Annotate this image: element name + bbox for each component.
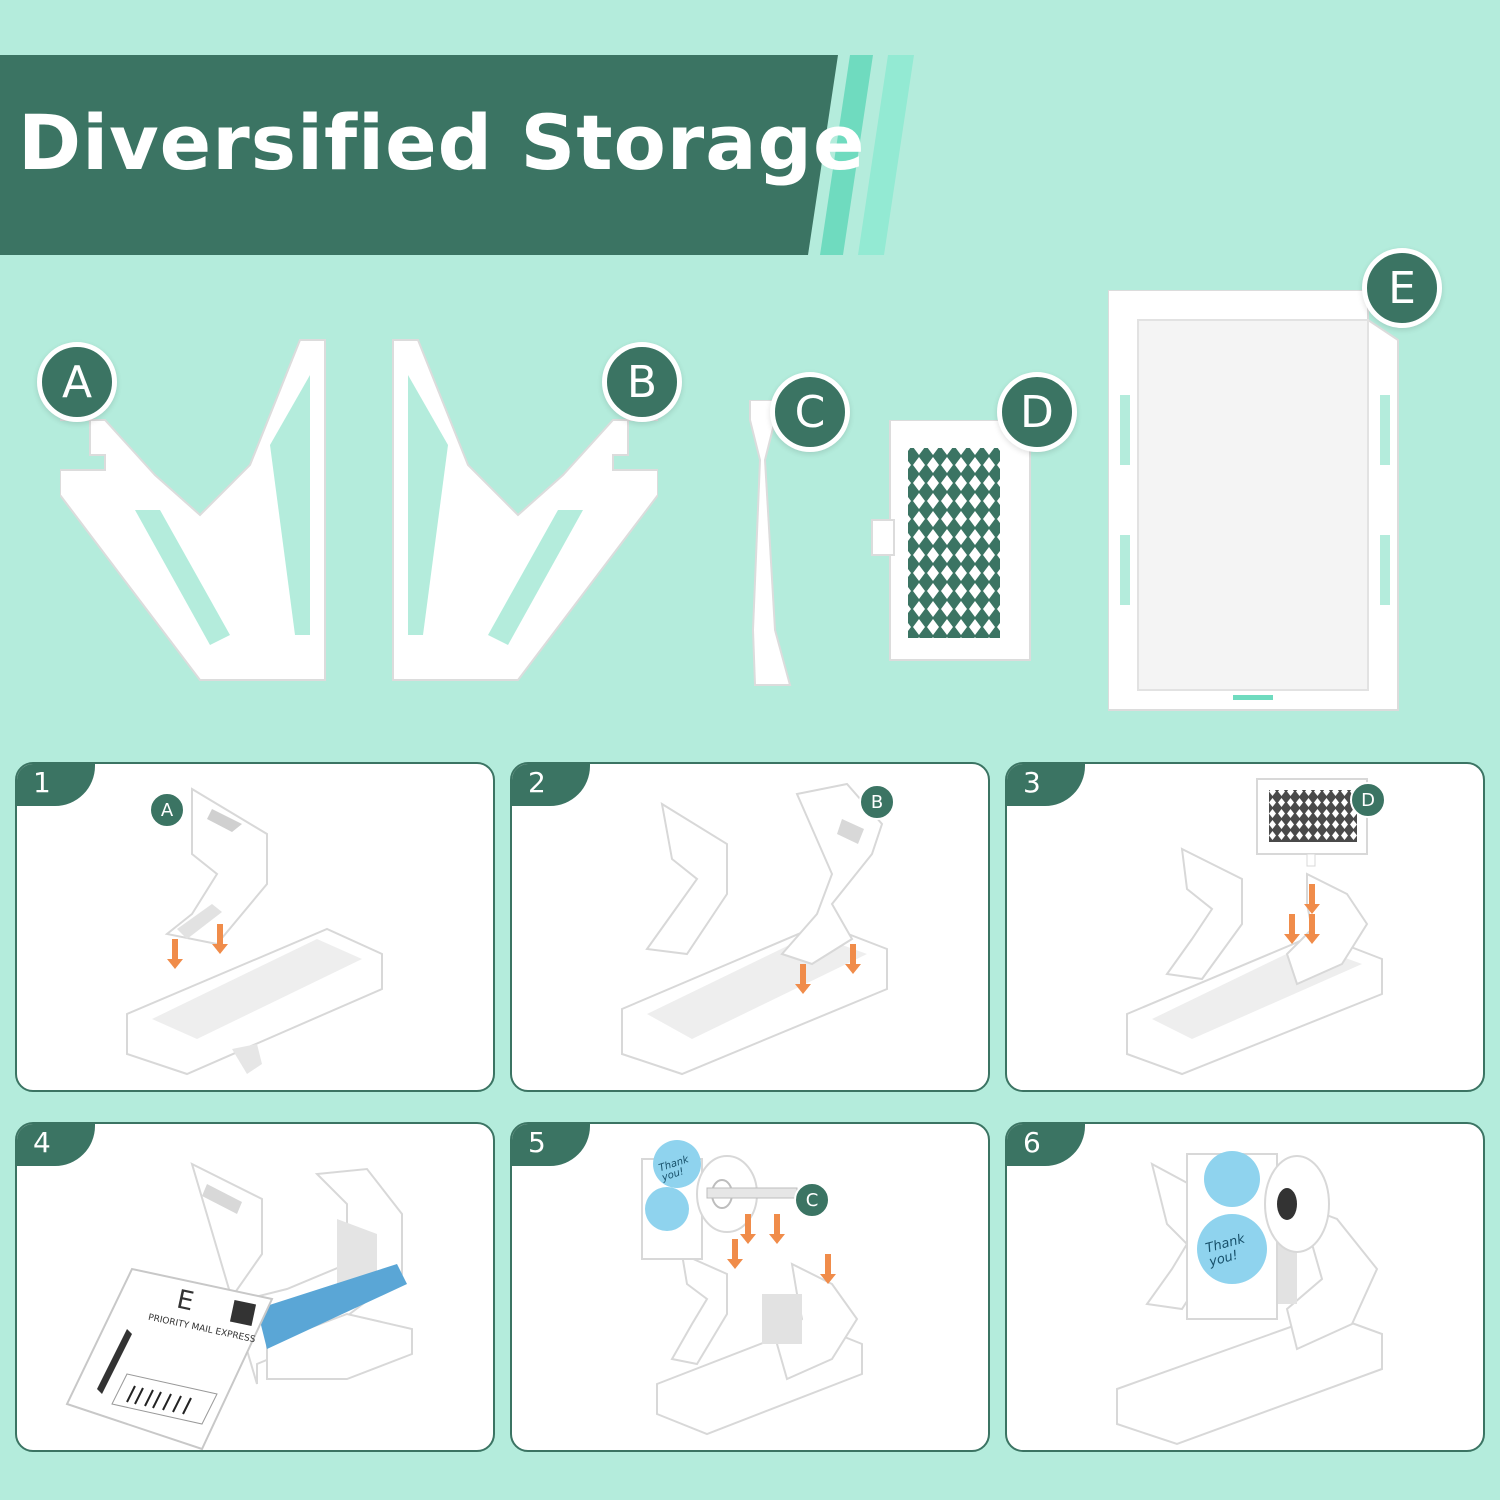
banner-shape — [0, 55, 914, 255]
step-5-illustration — [641, 1140, 863, 1436]
part-d-badge: D — [997, 372, 1077, 452]
part-a-badge: A — [37, 342, 117, 422]
part-d-mesh-panel — [870, 420, 1035, 665]
header-banner: Diversified Storage — [0, 55, 1500, 255]
step-3-illustration — [1126, 778, 1383, 1076]
step-5-panel: 5 Thank you! C — [510, 1122, 990, 1452]
step-4-panel: 4 E PRIORITY MAIL EXPRESS — [15, 1122, 495, 1452]
step-4-illustration — [65, 1162, 413, 1450]
step-3-tag-badge: D — [1350, 782, 1386, 818]
parts-overview: A B C D — [0, 248, 1500, 720]
step-5-tag-badge: C — [794, 1182, 830, 1218]
step-1-tag-badge: A — [149, 792, 185, 828]
step-3-panel: 3 D — [1005, 762, 1485, 1092]
step-2-tag-badge: B — [859, 784, 895, 820]
step-6-illustration — [1116, 1151, 1383, 1446]
step-1-illustration — [126, 787, 383, 1076]
step-2-panel: 2 B — [510, 762, 990, 1092]
part-e-badge: E — [1362, 248, 1442, 328]
step-6-number: 6 — [1007, 1124, 1085, 1166]
part-b-bracket — [378, 335, 658, 695]
step-6-panel: 6 Thank you! — [1005, 1122, 1485, 1452]
step-1-panel: 1 A — [15, 762, 495, 1092]
page-title: Diversified Storage — [18, 98, 866, 187]
part-c-badge: C — [770, 372, 850, 452]
part-b-badge: B — [602, 342, 682, 422]
part-e-base-tray — [1108, 290, 1403, 715]
part-a-bracket — [60, 335, 340, 695]
step-2-illustration — [621, 782, 888, 1076]
